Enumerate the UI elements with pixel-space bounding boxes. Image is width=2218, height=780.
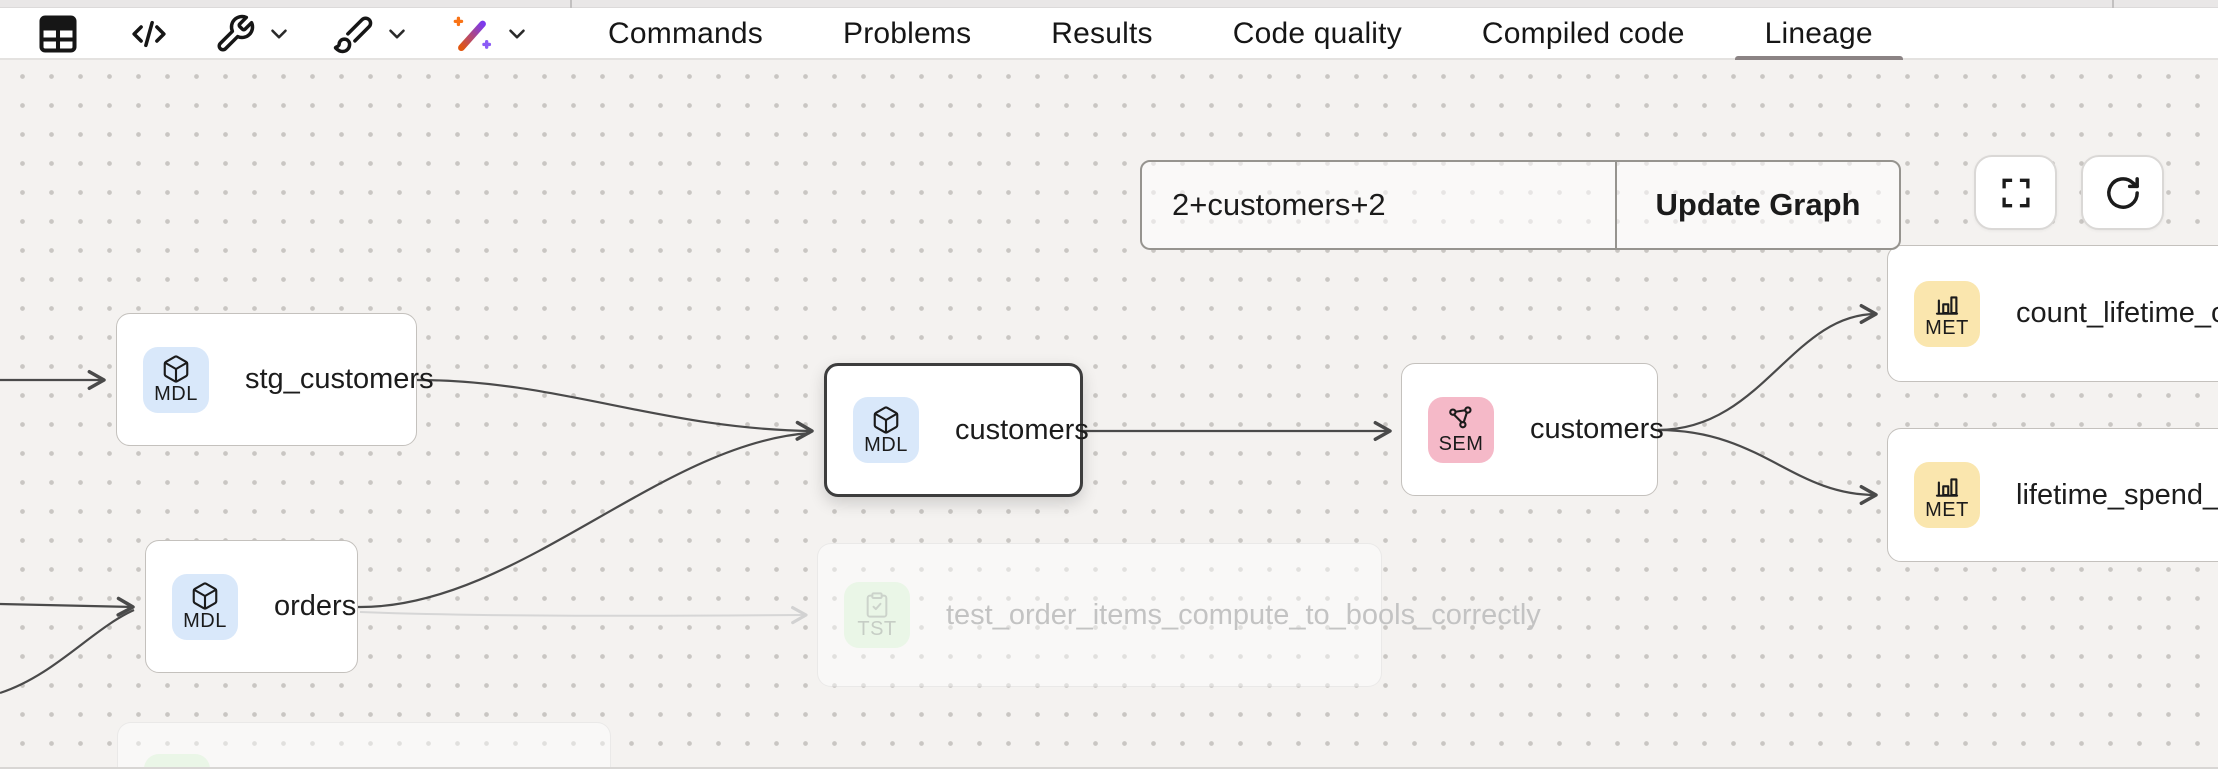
node-label: test_order_items_compute_to_bools_correc… bbox=[946, 598, 1541, 631]
code-icon[interactable] bbox=[128, 8, 170, 60]
node-label: customers bbox=[1530, 413, 1664, 445]
chevron-down-icon[interactable] bbox=[266, 8, 292, 60]
refresh-icon bbox=[2106, 176, 2139, 209]
node-customers-semantic[interactable]: SEM customers bbox=[1401, 363, 1664, 496]
badge-label: SEM bbox=[1438, 433, 1484, 455]
model-badge: MDL bbox=[853, 397, 919, 463]
badge-label: MET bbox=[1925, 498, 1969, 521]
node-label: stg_customers bbox=[245, 363, 434, 395]
table-icon[interactable] bbox=[36, 8, 80, 60]
model-badge: MDL bbox=[172, 573, 238, 640]
badge-label: MDL bbox=[864, 433, 908, 456]
tab-bar: Commands Problems Results Code quality C… bbox=[608, 8, 1904, 62]
lineage-canvas[interactable]: MDL stg_customers MDL orders MDL custome… bbox=[0, 60, 2218, 767]
window-top-strip bbox=[0, 0, 2218, 8]
chevron-down-icon[interactable] bbox=[384, 8, 410, 60]
fullscreen-icon bbox=[2001, 178, 2030, 207]
tab-results[interactable]: Results bbox=[1051, 17, 1153, 50]
node-label: customers bbox=[955, 413, 1089, 446]
top-strip-divider bbox=[2112, 0, 2114, 8]
node-label: lifetime_spend_preta bbox=[2016, 478, 2218, 511]
node-orders[interactable]: MDL orders bbox=[145, 540, 358, 673]
node-lifetime-spend[interactable]: MET lifetime_spend_preta bbox=[1887, 428, 2218, 562]
node-partial-bottom[interactable] bbox=[117, 722, 611, 767]
node-label: orders bbox=[274, 590, 357, 622]
test-badge: TST bbox=[844, 582, 910, 648]
chevron-down-icon[interactable] bbox=[504, 8, 530, 60]
toolbar-icon-group bbox=[36, 8, 530, 60]
badge-label: MET bbox=[1925, 317, 1969, 339]
node-stg-customers[interactable]: MDL stg_customers bbox=[116, 313, 434, 446]
fullscreen-button[interactable] bbox=[1974, 155, 2057, 230]
node-label: count_lifetime_order bbox=[2016, 297, 2218, 329]
editor-toolbar: Commands Problems Results Code quality C… bbox=[0, 8, 2218, 62]
metric-badge: MET bbox=[1914, 280, 1980, 347]
bottom-panel-strip bbox=[0, 767, 2218, 780]
tab-compiled-code[interactable]: Compiled code bbox=[1481, 17, 1685, 50]
broom-icon[interactable] bbox=[332, 8, 374, 60]
wrench-icon[interactable] bbox=[214, 8, 256, 60]
filter-divider bbox=[1615, 162, 1617, 248]
tab-lineage[interactable]: Lineage bbox=[1734, 8, 1904, 62]
tab-problems[interactable]: Problems bbox=[842, 17, 972, 50]
magic-wand-icon[interactable] bbox=[450, 8, 494, 60]
metric-badge: MET bbox=[1914, 462, 1980, 528]
model-badge: MDL bbox=[143, 346, 209, 413]
refresh-button[interactable] bbox=[2081, 155, 2164, 230]
lineage-edges bbox=[0, 304, 1878, 695]
tab-code-quality[interactable]: Code quality bbox=[1232, 17, 1402, 50]
lineage-filter-group: Update Graph bbox=[1140, 160, 1901, 250]
node-count-lifetime-order[interactable]: MET count_lifetime_order bbox=[1887, 245, 2218, 382]
semantic-badge: SEM bbox=[1428, 396, 1494, 463]
lineage-filter-input[interactable] bbox=[1142, 162, 1615, 248]
node-test-order-items[interactable]: TST test_order_items_compute_to_bools_co… bbox=[817, 543, 1541, 687]
node-customers-model[interactable]: MDL customers bbox=[824, 363, 1089, 497]
badge-label: TST bbox=[857, 617, 897, 640]
badge-label: MDL bbox=[183, 610, 227, 632]
top-strip-divider bbox=[570, 0, 572, 8]
badge-label: MDL bbox=[154, 383, 198, 405]
update-graph-button[interactable]: Update Graph bbox=[1617, 162, 1899, 248]
test-badge bbox=[144, 754, 210, 767]
tab-commands[interactable]: Commands bbox=[608, 17, 763, 50]
